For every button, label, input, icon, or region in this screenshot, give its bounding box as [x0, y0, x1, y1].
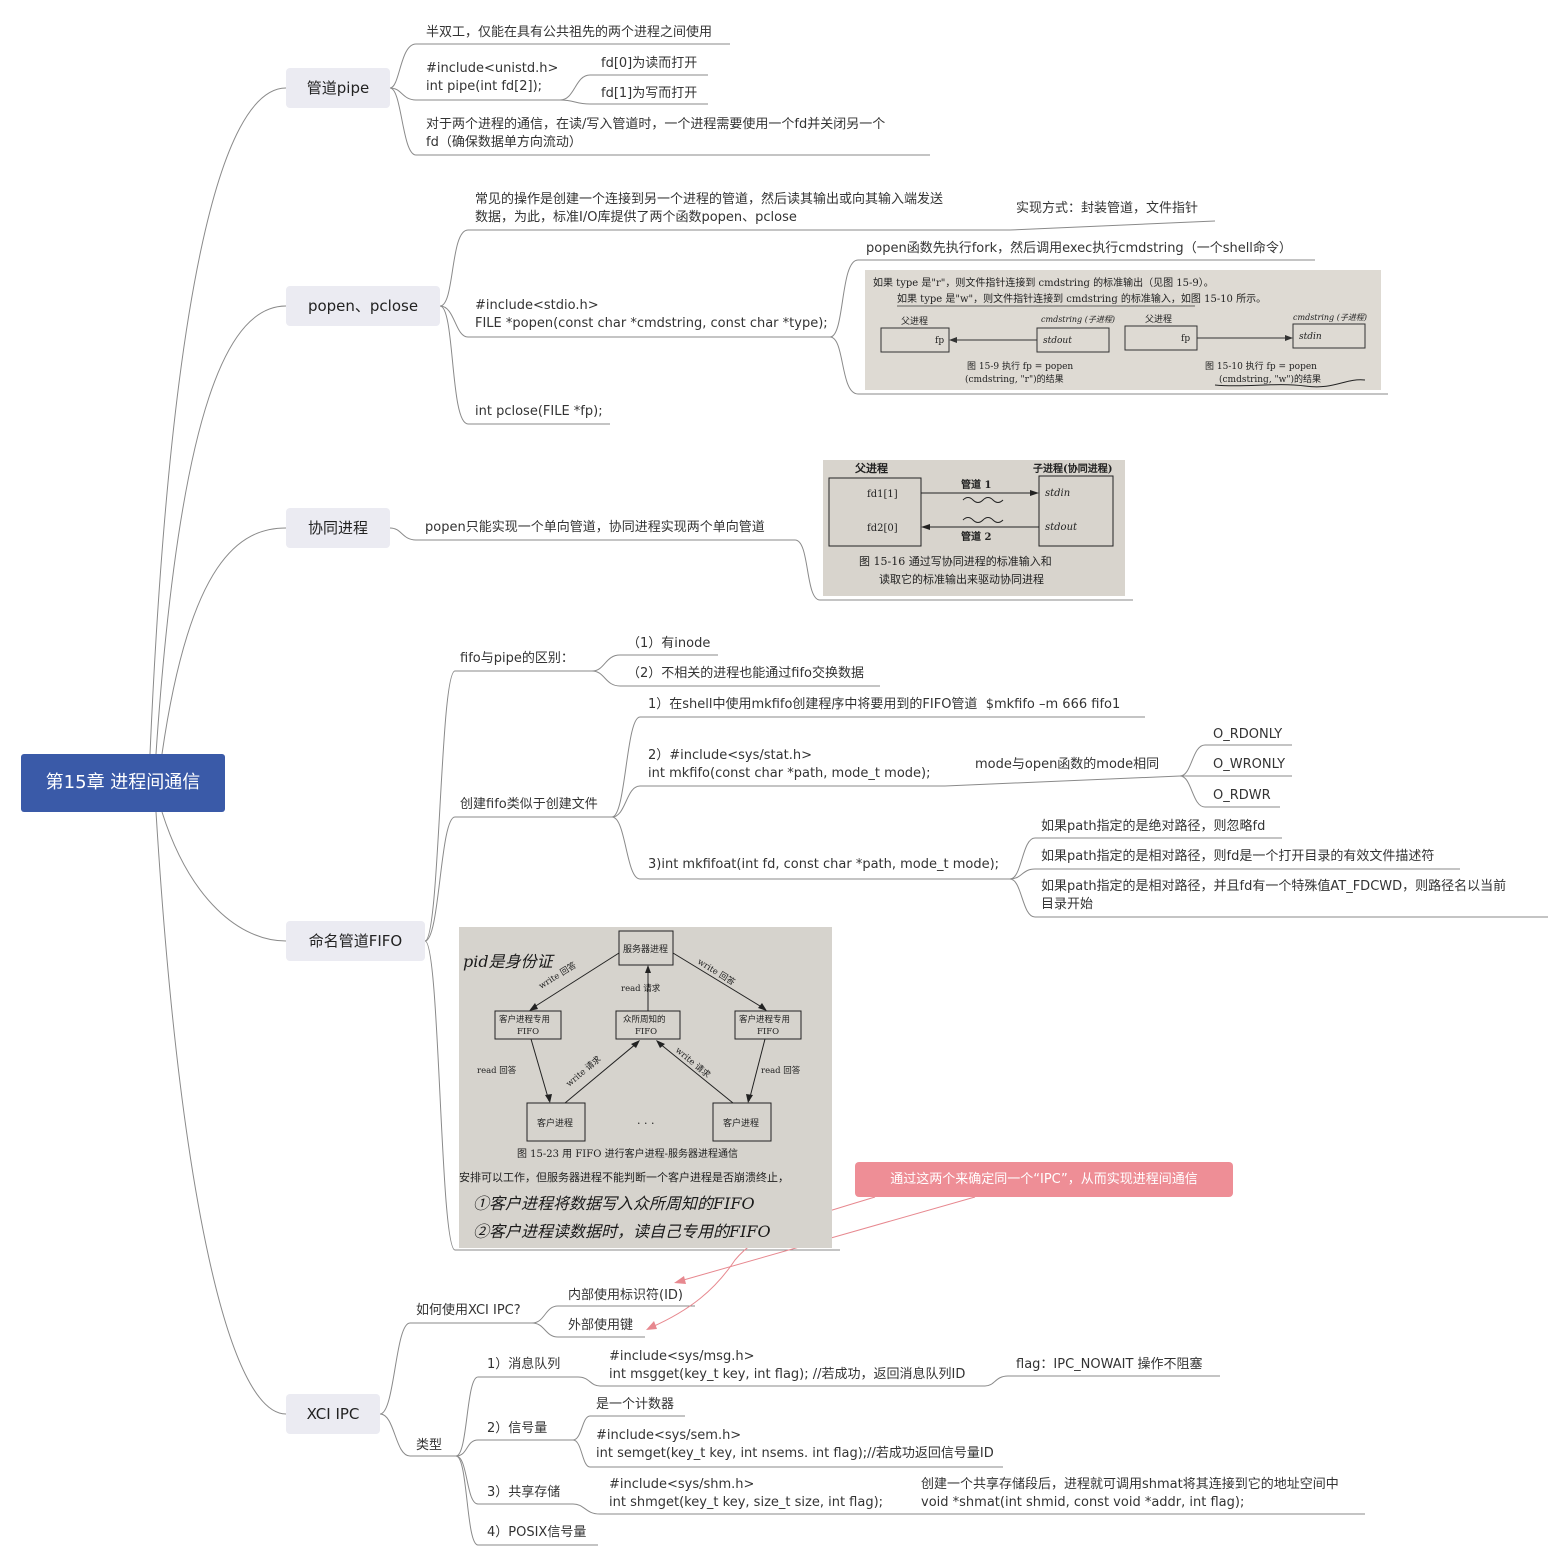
fifo-server: 服务器进程: [623, 943, 668, 955]
fifo-create[interactable]: 创建fifo类似于创建文件: [460, 797, 598, 812]
mode-rdwr[interactable]: O_RDWR: [1213, 788, 1271, 803]
co-stdout: stdout: [1045, 522, 1078, 533]
fig-parent-b: 父进程: [1145, 314, 1172, 325]
shmget-code[interactable]: #include<sys/shm.h> int shmget(key_t key…: [609, 1477, 884, 1510]
fifo-book-text: 安排可以工作，但服务器进程不能判断一个客户进程是否崩溃终止，: [459, 1170, 789, 1184]
fifo-handwritten-1: ①客户进程将数据写入众所周知的FIFO: [473, 1194, 755, 1213]
topic-pipe[interactable]: 管道pipe: [286, 68, 390, 108]
path-relative[interactable]: 如果path指定的是相对路径，则fd是一个打开目录的有效文件描述符: [1041, 849, 1435, 864]
type-semaphore[interactable]: 2）信号量: [487, 1421, 548, 1436]
fig-fp-b: fp: [1181, 334, 1190, 344]
fifo-figure-image[interactable]: pid是身份证 服务器进程 客户进程专用 FIFO 众所周知的 FIFO 客户进…: [459, 927, 832, 1248]
fig-cap2a: 图 15-10 执行 fp = popen: [1205, 360, 1317, 372]
fifo-mode[interactable]: mode与open函数的mode相同: [975, 757, 1160, 772]
popen-figure-image[interactable]: 如果 type 是"r"，则文件指针连接到 cmdstring 的标准输出（见图…: [865, 270, 1381, 390]
coprocess-description[interactable]: popen只能实现一个单向管道，协同进程实现两个单向管道: [425, 520, 765, 535]
topic-xci-ipc[interactable]: XCI IPC: [286, 1394, 380, 1434]
co-pipe2: 管道 2: [961, 530, 991, 543]
fig-line1: 如果 type 是"r"，则文件指针连接到 cmdstring 的标准输出（见图…: [873, 276, 1214, 289]
xci-internal-id[interactable]: 内部使用标识符(ID): [568, 1288, 683, 1303]
fifo-vs-pipe[interactable]: fifo与pipe的区别：: [460, 651, 574, 666]
fifo-create-mkfifo[interactable]: 2）#include<sys/stat.h> int mkfifo(const …: [648, 748, 931, 781]
mode-wronly[interactable]: O_WRONLY: [1213, 757, 1286, 772]
fig-cap2b: (cmdstring, "w")的结果: [1219, 373, 1321, 385]
fifo-handwritten-2: ②客户进程读数据时，读自己专用的FIFO: [473, 1222, 771, 1241]
co-fd2: fd2[0]: [867, 523, 898, 534]
msgget-code[interactable]: #include<sys/msg.h> int msgget(key_t key…: [609, 1349, 966, 1382]
root-topic[interactable]: 第15章 进程间通信: [21, 754, 225, 812]
topic-coprocess[interactable]: 协同进程: [286, 508, 390, 548]
co-parent: 父进程: [854, 461, 888, 475]
fig-stdout-a: stdout: [1043, 336, 1072, 346]
msgget-flag[interactable]: flag：IPC_NOWAIT 操作不阻塞: [1016, 1357, 1203, 1372]
type-posix-semaphore[interactable]: 4）POSIX信号量: [487, 1525, 587, 1540]
semget-code[interactable]: #include<sys/sem.h> int semget(key_t key…: [596, 1428, 994, 1461]
fig-stdin-b: stdin: [1299, 332, 1322, 342]
popen-prototype[interactable]: #include<stdio.h> FILE *popen(const char…: [475, 298, 828, 331]
co-cap1: 图 15-16 通过写协同进程的标准输入和: [859, 554, 1052, 568]
fig-cap1a: 图 15-9 执行 fp = popen: [967, 360, 1073, 372]
fig-parent-a: 父进程: [901, 316, 928, 327]
popen-description[interactable]: 常见的操作是创建一个连接到另一个进程的管道，然后读其输出或向其输入端发送 数据，…: [475, 192, 944, 225]
topic-fifo[interactable]: 命名管道FIFO: [286, 921, 425, 961]
fifo-client-fifo-left-2: FIFO: [517, 1027, 539, 1037]
topic-popen-pclose[interactable]: popen、pclose: [286, 286, 440, 326]
pipe-fd0[interactable]: fd[0]为读而打开: [601, 56, 698, 71]
co-fd1: fd1[1]: [867, 489, 898, 500]
xci-types[interactable]: 类型: [416, 1438, 443, 1453]
mode-rdonly[interactable]: O_RDONLY: [1213, 727, 1283, 742]
co-stdin: stdin: [1045, 488, 1070, 499]
fifo-create-shell[interactable]: 1）在shell中使用mkfifo创建程序中将要用到的FIFO管道 $mkfif…: [648, 697, 1121, 712]
fifo-known-1: 众所周知的: [623, 1014, 666, 1025]
coprocess-figure-image[interactable]: 父进程 子进程(协同进程) fd1[1] fd2[0] stdin stdout…: [823, 460, 1125, 596]
fifo-client-fifo-right-2: FIFO: [757, 1027, 779, 1037]
fifo-handwritten-note: pid是身份证: [463, 952, 556, 971]
type-message-queue[interactable]: 1）消息队列: [487, 1357, 561, 1372]
co-pipe1: 管道 1: [961, 478, 991, 491]
path-absolute[interactable]: 如果path指定的是绝对路径，则忽略fd: [1041, 819, 1266, 834]
pipe-fd1[interactable]: fd[1]为写而打开: [601, 86, 698, 101]
fifo-read-request: read 请求: [621, 983, 661, 994]
pipe-half-duplex[interactable]: 半双工，仅能在具有公共祖先的两个进程之间使用: [426, 25, 713, 40]
fifo-client-left: 客户进程: [537, 1117, 573, 1129]
semaphore-counter[interactable]: 是一个计数器: [596, 1397, 675, 1412]
pipe-communication[interactable]: 对于两个进程的通信，在读/写入管道时，一个进程需要使用一个fd并关闭另一个 fd…: [426, 117, 886, 150]
fifo-client-fifo-left-1: 客户进程专用: [499, 1014, 550, 1025]
fifo-known-2: FIFO: [635, 1027, 657, 1037]
path-at-fdcwd[interactable]: 如果path指定的是相对路径，并且fd有一个特殊值AT_FDCWD，则路径名以当…: [1041, 879, 1507, 912]
callout-ipc-note[interactable]: 通过这两个来确定同一个“IPC”，从而实现进程间通信: [855, 1162, 1233, 1197]
fig-line2: 如果 type 是"w"，则文件指针连接到 cmdstring 的标准输入，如图…: [897, 292, 1266, 305]
fifo-dots: · · ·: [637, 1117, 654, 1130]
co-cap2: 读取它的标准输出来驱动协同进程: [879, 572, 1044, 586]
shmat-description[interactable]: 创建一个共享存储段后，进程就可调用shmat将其连接到它的地址空间中 void …: [921, 1477, 1339, 1510]
fifo-diff-unrelated[interactable]: （2）不相关的进程也能通过fifo交换数据: [627, 666, 864, 681]
fifo-create-mkfifoat[interactable]: 3)int mkfifoat(int fd, const char *path,…: [648, 857, 1000, 872]
pclose-prototype[interactable]: int pclose(FILE *fp);: [475, 404, 603, 419]
fig-child-a: cmdstring (子进程): [1041, 315, 1115, 324]
xci-external-key[interactable]: 外部使用键: [568, 1318, 634, 1333]
fig-child-b: cmdstring (子进程): [1293, 313, 1367, 322]
xci-how-to-use[interactable]: 如何使用XCI IPC?: [416, 1303, 521, 1318]
fifo-client-fifo-right-1: 客户进程专用: [739, 1014, 790, 1025]
fifo-read-reply-left: read 回答: [477, 1065, 517, 1076]
fifo-client-right: 客户进程: [723, 1117, 759, 1129]
fig-fp-a: fp: [935, 336, 944, 346]
type-shared-memory[interactable]: 3）共享存储: [487, 1485, 561, 1500]
popen-implementation[interactable]: 实现方式：封装管道，文件指针: [1016, 201, 1199, 216]
fifo-read-reply-right: read 回答: [761, 1065, 801, 1076]
pipe-include[interactable]: #include<unistd.h> int pipe(int fd[2]);: [426, 61, 559, 94]
co-child: 子进程(协同进程): [1033, 462, 1112, 475]
fifo-diff-inode[interactable]: （1）有inode: [627, 636, 711, 651]
popen-fork-exec[interactable]: popen函数先执行fork，然后调用exec执行cmdstring（一个she…: [866, 241, 1292, 256]
fig-cap1b: (cmdstring, "r")的结果: [965, 373, 1064, 385]
fifo-caption: 图 15-23 用 FIFO 进行客户进程-服务器进程通信: [517, 1147, 738, 1160]
